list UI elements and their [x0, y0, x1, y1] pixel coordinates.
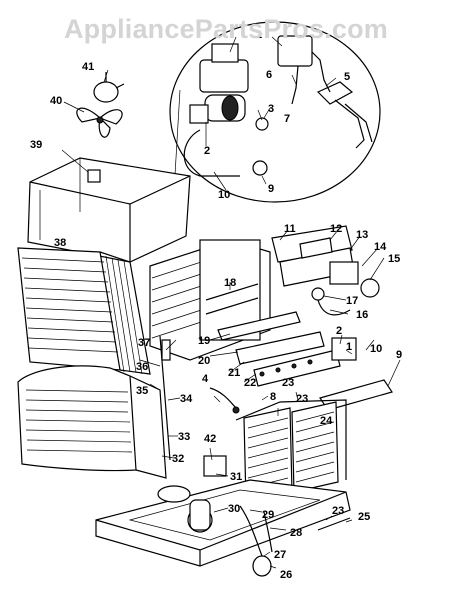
callout-40: 40	[50, 95, 62, 107]
callout-21: 21	[228, 367, 240, 379]
valve-assembly-part	[277, 35, 313, 67]
callout-25: 25	[358, 511, 370, 523]
callout-8: 8	[270, 391, 276, 403]
callout-7: 7	[284, 113, 290, 125]
callout-20: 20	[198, 355, 210, 367]
callout-2-main: 2	[336, 325, 342, 337]
callout-22: 22	[244, 377, 256, 389]
callout-3-inset: 3	[268, 103, 274, 115]
knob-part	[360, 278, 380, 298]
callout-23-middle: 23	[282, 377, 294, 389]
callout-30: 30	[228, 503, 240, 515]
front-shroud	[17, 365, 167, 479]
callout-35: 35	[136, 385, 148, 397]
relay-part	[331, 337, 357, 361]
callout-24: 24	[320, 415, 333, 427]
callout-9-main: 9	[396, 349, 402, 361]
callout-37: 37	[138, 337, 150, 349]
condenser-coil	[17, 247, 151, 375]
control-box	[271, 225, 380, 316]
callout-26: 26	[280, 569, 292, 581]
housing-top	[27, 157, 191, 263]
callout-15: 15	[388, 253, 400, 265]
control-strips	[217, 311, 393, 411]
fan-mount-part	[87, 169, 101, 183]
callout-27: 27	[274, 549, 286, 561]
callout-23-upper: 23	[296, 393, 308, 405]
callout-16: 16	[356, 309, 368, 321]
callout-10-inset: 10	[218, 189, 230, 201]
mount-part	[252, 555, 272, 577]
valve-body-part	[199, 59, 249, 93]
callout-9-inset: 9	[268, 183, 274, 195]
fan-assembly	[76, 72, 125, 138]
callout-31: 31	[230, 471, 242, 483]
callout-14: 14	[374, 241, 387, 253]
callout-32: 32	[172, 453, 184, 465]
callout-33: 33	[178, 431, 190, 443]
callout-38: 38	[54, 237, 66, 249]
valve-coil-part	[211, 43, 239, 63]
fan-motor-part	[93, 81, 119, 103]
detail-inset	[169, 21, 381, 203]
callout-5: 5	[344, 71, 350, 83]
terminal-box-part	[203, 455, 227, 477]
callout-36: 36	[136, 361, 148, 373]
callout-2-inset: 2	[204, 145, 210, 157]
callout-labels: 1 2 3 4 5 6 7 8 9 10 11 12 13 14 15 16 1…	[30, 29, 402, 581]
callout-13: 13	[356, 229, 368, 241]
callout-12: 12	[330, 223, 342, 235]
grilles	[235, 399, 347, 503]
callout-18: 18	[224, 277, 236, 289]
pump-bracket-part	[189, 104, 209, 124]
callout-39: 39	[30, 139, 42, 151]
leader-lines	[61, 36, 401, 569]
callout-34: 34	[180, 393, 193, 405]
switch-part	[311, 287, 325, 301]
callout-4: 4	[202, 373, 209, 385]
callout-41: 41	[82, 61, 94, 73]
callout-1-main: 1	[346, 341, 352, 353]
watermark: AppliancePartsPros.com	[63, 14, 388, 44]
callout-23-lower: 23	[332, 505, 344, 517]
callout-11: 11	[284, 223, 296, 235]
callout-42: 42	[204, 433, 216, 445]
capacitor-part	[329, 261, 359, 285]
callout-10-main: 10	[370, 343, 382, 355]
callout-6: 6	[266, 69, 272, 81]
callout-19: 19	[198, 335, 210, 347]
callout-1: 1	[256, 29, 262, 41]
callout-28: 28	[290, 527, 302, 539]
fitting-part	[255, 117, 269, 131]
callout-17: 17	[346, 295, 358, 307]
callout-29: 29	[262, 509, 274, 521]
thermostat-part	[252, 160, 268, 176]
base-pan	[95, 455, 351, 577]
